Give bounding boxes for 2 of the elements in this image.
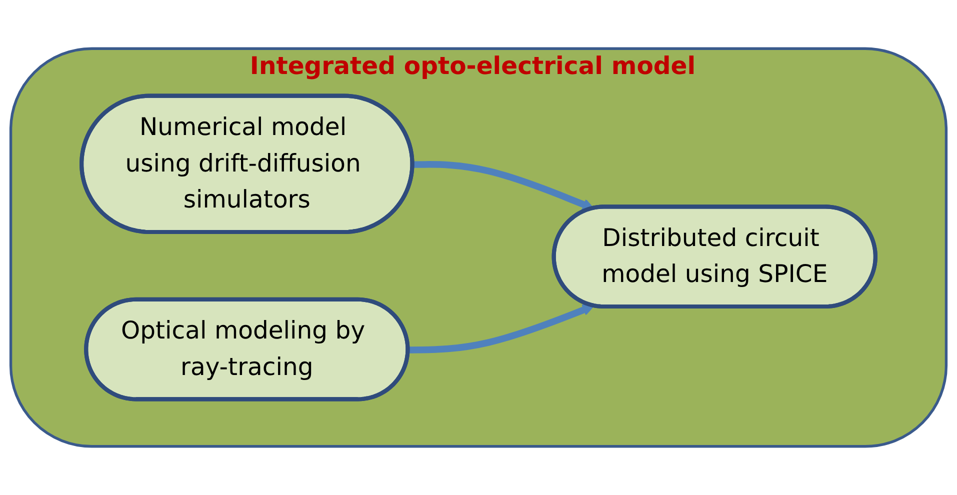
arrow [412, 161, 594, 210]
arrow [408, 304, 594, 354]
